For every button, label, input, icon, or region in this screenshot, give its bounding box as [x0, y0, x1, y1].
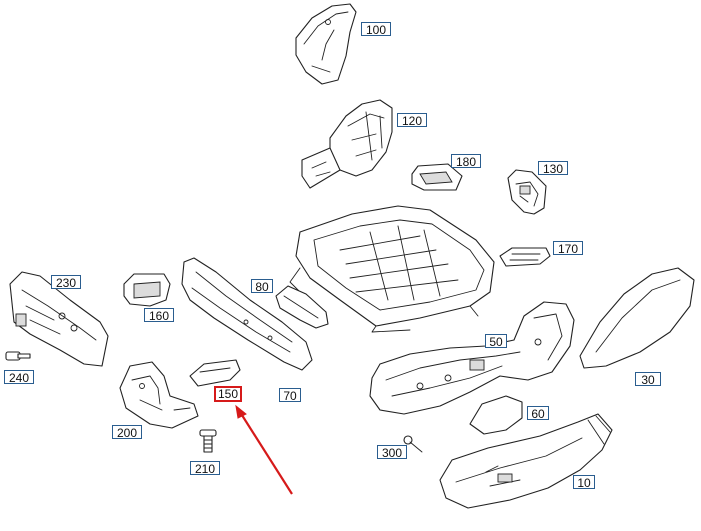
part-10-drawing — [439, 413, 613, 509]
part-label-240: 240 — [4, 370, 34, 385]
part-label-180: 180 — [451, 154, 481, 169]
part-label-150: 150 — [214, 386, 242, 402]
part-label-210: 210 — [190, 461, 220, 476]
part-label-160: 160 — [144, 308, 174, 323]
part-150-drawing — [189, 359, 241, 387]
part-50-drawing — [369, 301, 575, 415]
seat-frame-drawing — [289, 205, 495, 333]
part-70-drawing — [181, 257, 313, 371]
part-label-30: 30 — [635, 372, 661, 387]
part-80-drawing — [275, 285, 329, 329]
part-130-drawing — [507, 169, 547, 215]
part-120-drawing — [301, 99, 393, 189]
part-label-170: 170 — [553, 241, 583, 256]
red-arrow-icon — [235, 404, 293, 495]
part-200-drawing — [119, 361, 199, 429]
part-label-130: 130 — [538, 161, 568, 176]
part-label-80: 80 — [251, 279, 273, 294]
part-label-100: 100 — [361, 22, 391, 37]
part-300-drawing — [403, 435, 423, 453]
part-label-200: 200 — [112, 425, 142, 440]
part-label-300: 300 — [377, 445, 407, 460]
part-label-230: 230 — [51, 275, 81, 290]
part-160-drawing — [123, 273, 171, 307]
part-240-drawing — [5, 351, 31, 361]
part-60-drawing — [469, 395, 523, 435]
part-30-drawing — [579, 267, 695, 369]
part-label-60: 60 — [527, 406, 549, 421]
part-170-drawing — [499, 247, 551, 267]
part-180-drawing — [411, 163, 463, 191]
part-label-10: 10 — [573, 475, 595, 490]
part-210-drawing — [199, 429, 217, 453]
part-100-drawing — [295, 3, 357, 85]
part-label-120: 120 — [397, 113, 427, 128]
part-label-50: 50 — [485, 334, 507, 349]
part-230-drawing — [9, 271, 109, 367]
part-label-70: 70 — [279, 388, 301, 403]
